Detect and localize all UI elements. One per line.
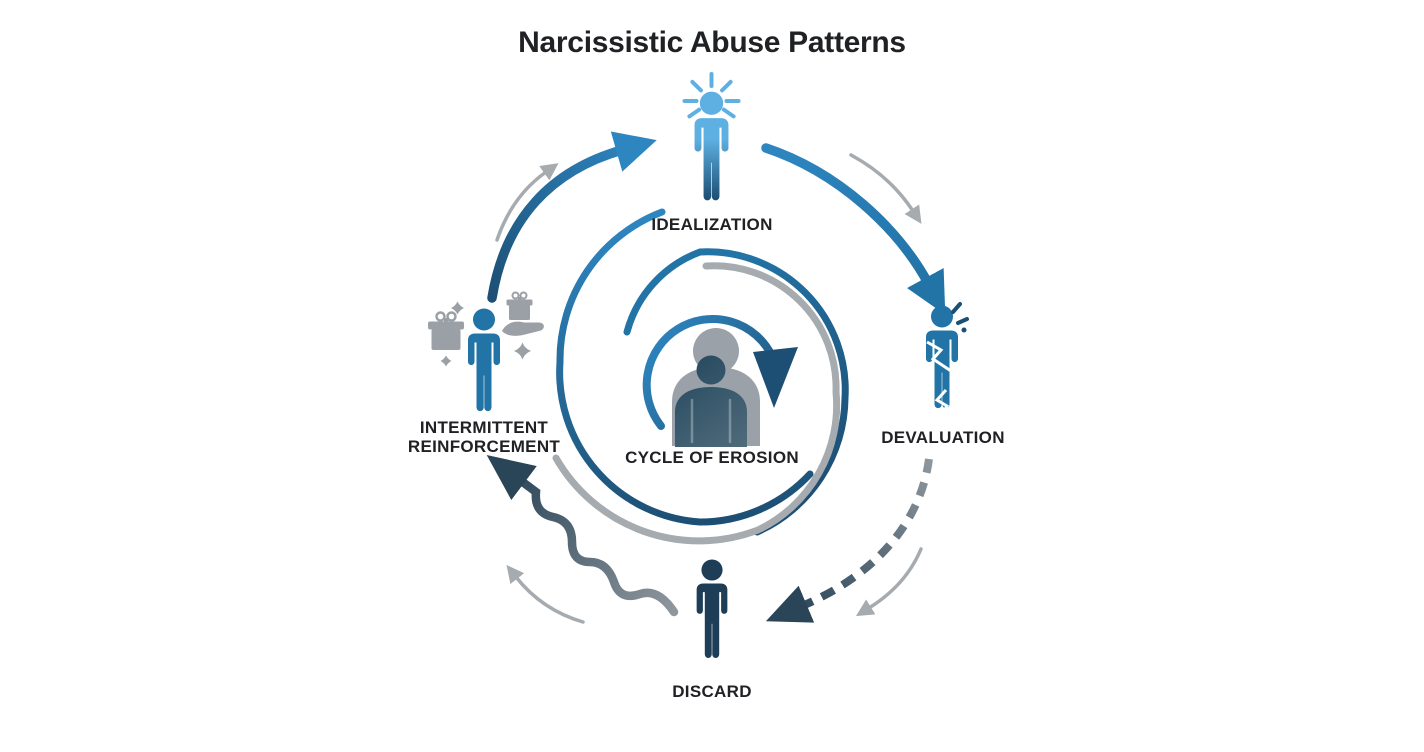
- arrow-idealization-to-devaluation: [761, 143, 946, 315]
- spiral-outer-blue-arc: [556, 208, 814, 526]
- cycle-of-erosion-label: CYCLE OF EROSION: [625, 448, 799, 467]
- arrow-discard-to-reinforcement-wavy: [486, 455, 679, 617]
- cycle-of-erosion-icon: [672, 328, 760, 447]
- impact-marks: [951, 302, 969, 325]
- intermittent-reinforcement-label-line1: INTERMITTENT: [419, 418, 549, 437]
- discard-icon: [696, 559, 728, 658]
- discard-label: DISCARD: [672, 682, 752, 701]
- sparkle-icons: [440, 301, 531, 367]
- gift-box-icon: [428, 311, 464, 350]
- spiral-middle-blue-arc: [623, 248, 849, 536]
- radiance-rays: [682, 72, 741, 119]
- crack-lines: [926, 340, 952, 421]
- arrow-devaluation-to-discard-dashed: [765, 458, 933, 623]
- accent-arrow-upper-right: [849, 153, 922, 224]
- spiral-inner-circle-arrow: [642, 314, 776, 430]
- intermittent-reinforcement-icon: [428, 291, 544, 412]
- erosion-spiral: [552, 208, 849, 545]
- impact-dot: [961, 327, 967, 333]
- accent-arrow-lower-left: [506, 564, 585, 624]
- arrow-reinforcement-to-idealization: [487, 131, 657, 303]
- hand-with-gift-icon: [502, 291, 544, 336]
- spiral-arrowhead: [753, 347, 798, 408]
- intermittent-reinforcement-label-line2: REINFORCEMENT: [407, 437, 561, 456]
- accent-arrow-upper-left: [495, 163, 559, 242]
- devaluation-icon: [926, 302, 969, 421]
- idealization-icon: [682, 72, 741, 201]
- spiral-gray-arc: [552, 262, 841, 545]
- accent-arrow-lower-right: [855, 547, 923, 617]
- idealization-label: IDEALIZATION: [651, 215, 773, 234]
- cycle-arrows: [486, 131, 946, 623]
- accent-arrows: [495, 153, 923, 624]
- devaluation-label: DEVALUATION: [881, 428, 1005, 447]
- eroded-person-front: [675, 355, 747, 447]
- diagram-title: Narcissistic Abuse Patterns: [518, 26, 906, 59]
